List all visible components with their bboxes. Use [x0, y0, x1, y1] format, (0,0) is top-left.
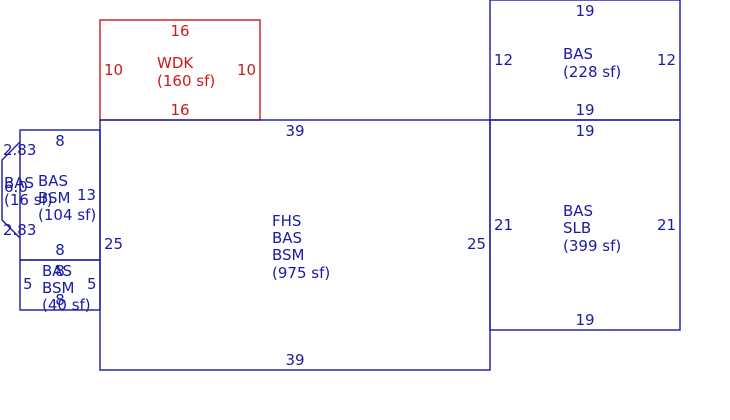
bas-top-right-label-code: BAS	[563, 45, 593, 63]
bas-bsm-small-label-area: (40 sf)	[42, 296, 91, 314]
bas-top-right-dim-top: 19	[575, 2, 594, 20]
bas-bay-dim-bottom: 2.83	[3, 221, 36, 239]
bas-bsm-left-dim-top: 8	[55, 132, 65, 150]
bas-top-right-label-area: (228 sf)	[563, 63, 621, 81]
bas-bsm-small-dim-bottom: 8	[55, 291, 65, 309]
bas-top-right-dim-left: 12	[494, 51, 513, 69]
area-bas-bay[interactable]: 2.83 2.83 6.0 BAS (16 sf)	[1, 141, 53, 239]
bas-slb-dim-right: 21	[657, 216, 676, 234]
area-bas-slb[interactable]: 19 19 21 21 BAS SLB (399 sf)	[489, 119, 681, 331]
bas-top-right-dim-right: 12	[657, 51, 676, 69]
bas-slb-outline	[489, 119, 681, 331]
bas-bay-label-area: (16 sf)	[4, 191, 53, 209]
bas-bay-dim-top: 2.83	[3, 141, 36, 159]
fhs-main-dim-top: 39	[285, 122, 304, 140]
bas-slb-dim-bottom: 19	[575, 311, 594, 329]
wdk-dim-left: 10	[104, 61, 123, 79]
fhs-main-dim-right: 25	[467, 235, 486, 253]
wdk-dim-right: 10	[237, 61, 256, 79]
bas-slb-dim-top: 19	[575, 122, 594, 140]
bas-bsm-left-dim-bottom: 8	[55, 241, 65, 259]
area-fhs-main[interactable]: 39 39 25 25 FHS BAS BSM (975 sf)	[99, 119, 491, 371]
fhs-main-label-code-1: FHS	[272, 212, 301, 230]
bas-bsm-left-dim-right: 13	[77, 186, 96, 204]
fhs-main-dim-left: 25	[104, 235, 123, 253]
bas-slb-label-code-1: BAS	[563, 202, 593, 220]
wdk-dim-top: 16	[170, 22, 189, 40]
bas-bsm-left-label-code-2: BSM	[38, 189, 71, 207]
bas-bsm-small-label-code-1: BAS	[42, 262, 72, 280]
area-bas-bsm-small[interactable]: 8 8 5 5 BAS BSM (40 sf)	[19, 259, 101, 314]
wdk-dim-bottom: 16	[170, 101, 189, 119]
bas-top-right-dim-bottom: 19	[575, 101, 594, 119]
bas-bsm-left-label-area: (104 sf)	[38, 206, 96, 224]
area-bas-bsm-left[interactable]: 8 8 13 BAS BSM (104 sf)	[19, 129, 101, 261]
bas-bay-outline	[1, 141, 21, 239]
fhs-main-dim-bottom: 39	[285, 351, 304, 369]
fhs-main-label-area: (975 sf)	[272, 264, 330, 282]
area-wdk[interactable]: 16 16 10 10 WDK (160 sf)	[99, 19, 261, 121]
bas-bsm-small-dim-top: 8	[55, 262, 65, 280]
bas-bay-dim-side: 6.0	[4, 178, 28, 196]
fhs-main-label-code-2: BAS	[272, 229, 302, 247]
bas-bsm-small-dim-right: 5	[87, 275, 97, 293]
bas-bsm-small-label-code-2: BSM	[42, 279, 75, 297]
bas-slb-label-code-2: SLB	[563, 219, 591, 237]
wdk-label-area: (160 sf)	[157, 72, 215, 90]
bas-slb-dim-left: 21	[494, 216, 513, 234]
fhs-main-label-code-3: BSM	[272, 246, 305, 264]
wdk-label-code: WDK	[157, 54, 194, 72]
bas-slb-label-area: (399 sf)	[563, 237, 621, 255]
bas-bsm-small-outline	[19, 259, 101, 311]
bas-bsm-small-dim-left: 5	[23, 275, 33, 293]
bas-bay-label-code: BAS	[4, 174, 34, 192]
area-bas-top-right[interactable]: 19 19 12 12 BAS (228 sf)	[489, 0, 681, 121]
bas-bsm-left-label-code-1: BAS	[38, 172, 68, 190]
